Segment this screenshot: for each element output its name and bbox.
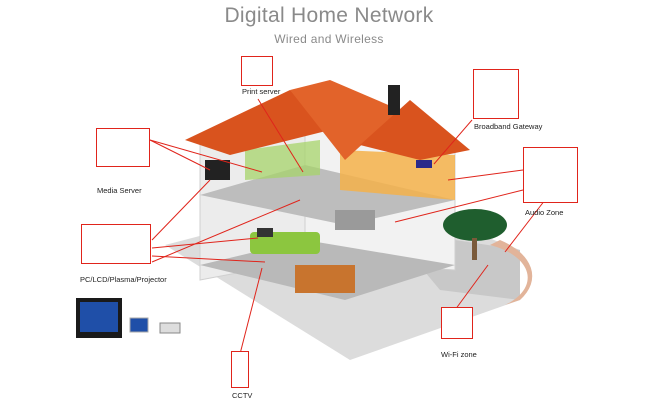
cctv-label: CCTV: [232, 391, 253, 400]
roof-left: [185, 90, 330, 155]
link-audio-zone-3: [504, 199, 546, 253]
staircase: [335, 210, 375, 230]
wifi-zone-label: Wi-Fi zone: [441, 350, 477, 359]
print-server-box[interactable]: [241, 56, 273, 86]
link-print-server: [257, 98, 304, 173]
diagram-subtitle: Wired and Wireless: [274, 32, 384, 46]
link-wifi-zone: [454, 264, 489, 311]
display-devices: [76, 298, 181, 338]
broadband-gateway-label: Broadband Gateway: [474, 122, 543, 131]
link-audio-zone-1: [447, 169, 524, 181]
wifi-zone-box[interactable]: [441, 307, 473, 339]
cctv-box[interactable]: [231, 351, 249, 388]
house-laptop: [257, 228, 273, 237]
link-audio-zone-2: [394, 189, 524, 223]
link-media-server-2: [149, 139, 211, 171]
roof-center: [290, 80, 400, 160]
tree-trunk: [472, 238, 477, 260]
link-pc-display-1: [151, 179, 211, 241]
print-server-label: Print server: [242, 87, 281, 96]
diagram-title: Digital Home Network: [224, 4, 434, 27]
link-pc-display-3: [151, 255, 266, 263]
audio-zone-label: Audio Zone: [525, 208, 564, 217]
pc-display-box[interactable]: [81, 224, 151, 264]
living-room-sofa: [250, 232, 320, 254]
link-pc-display-2: [151, 237, 259, 249]
house-tv: [205, 160, 230, 180]
audio-zone-box[interactable]: [523, 147, 578, 203]
media-server-box[interactable]: [96, 128, 150, 167]
chimney: [388, 85, 400, 115]
link-media-server-1: [149, 139, 263, 173]
link-cctv: [239, 267, 263, 355]
pc-display-label: PC/LCD/Plasma/Projector: [80, 275, 167, 284]
link-broadband-gateway: [433, 119, 473, 165]
desk-furniture: [295, 265, 355, 293]
link-pc-display-4: [151, 199, 301, 263]
house-router: [416, 160, 432, 168]
media-server-label: Media Server: [97, 186, 142, 195]
curved-walkway: [490, 240, 533, 305]
tree-canopy: [443, 209, 507, 241]
upper-floor-slab: [200, 165, 455, 225]
link-lines: [149, 98, 546, 355]
broadband-gateway-box[interactable]: [473, 69, 519, 119]
roof-right: [360, 100, 470, 160]
